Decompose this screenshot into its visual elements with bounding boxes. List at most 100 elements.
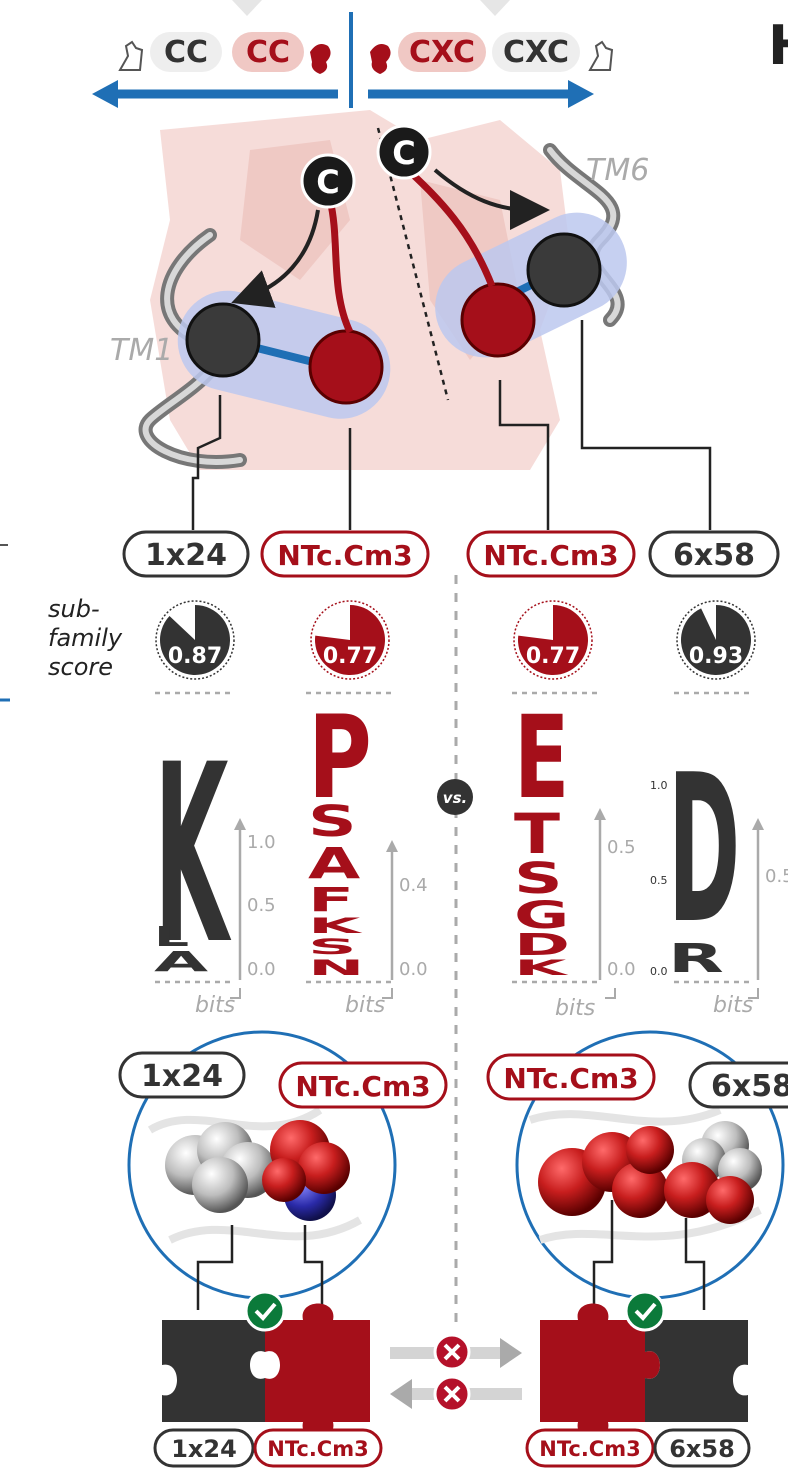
logo1-bits-label: bits — [195, 993, 235, 1018]
human-icon-right — [370, 44, 391, 74]
cc-label-left: CC — [164, 35, 208, 70]
atom-red — [298, 1142, 350, 1194]
closeup-right-label-1-frame — [486, 1053, 656, 1101]
logo2-axis-head — [386, 840, 398, 852]
bottom-label-1-frame — [153, 1428, 255, 1468]
logo2-letter-F: F — [308, 882, 354, 919]
pos-label-1: 1x24 — [145, 538, 227, 573]
header-tab-left — [232, 0, 262, 16]
position-labels: 1x24 NTc.Cm3 NTc.Cm3 6x58 — [122, 530, 780, 578]
pos-label-4-frame — [648, 530, 780, 578]
connector-1x24 — [191, 395, 222, 530]
puzzle-piece-dark-right — [645, 1320, 748, 1422]
cxc-label-right: CXC — [503, 35, 569, 70]
cys-badge-right — [376, 124, 432, 180]
closeup-right-label-1: NTc.Cm3 — [503, 1062, 638, 1095]
cc-label-right: CC — [246, 35, 290, 70]
score-pies — [155, 600, 756, 680]
pos-label-3-frame — [466, 530, 636, 578]
sequence-logo-1x24: K L A 1.0 0.5 0.0 bits — [154, 713, 276, 1018]
logo1-axis-head — [234, 818, 246, 830]
closeup-right: NTc.Cm3 6x58 — [486, 1030, 788, 1300]
logo4-letter-R: R — [668, 935, 724, 981]
arrow-left-head — [92, 80, 118, 108]
closeup-left-label-1: 1x24 — [141, 1059, 223, 1094]
bottom-label-1: 1x24 — [171, 1435, 237, 1463]
logo1-tick-3: 0.0 — [247, 959, 276, 980]
logo3-bits-label: bits — [555, 996, 595, 1021]
score-pie-slice-1 — [159, 605, 230, 675]
logo4-bits-hook — [748, 988, 759, 999]
closeup-right-label-2: 6x58 — [711, 1069, 788, 1104]
pos-label-2: NTc.Cm3 — [277, 539, 412, 572]
left-move-arrow — [231, 209, 320, 308]
logo3-letter-T: T — [514, 802, 560, 866]
puzzle-piece-red-left — [265, 1303, 370, 1439]
logo2-letter-S: S — [308, 798, 357, 847]
logo2-letter-K: K — [308, 914, 363, 938]
logo-frames — [155, 691, 752, 984]
closeup-right-backbone — [528, 1106, 762, 1244]
puzzle-piece-red-right — [540, 1303, 660, 1439]
incompatibility-arrows — [390, 1333, 522, 1413]
logo2-letter-P: P — [308, 691, 372, 824]
logo4-tick-left-2: 0.5 — [650, 874, 668, 887]
atom-red — [664, 1162, 720, 1218]
logo1-tick-2: 0.5 — [247, 895, 276, 916]
score-pie-slice-4 — [681, 605, 751, 675]
logo1-letter-K: K — [154, 713, 232, 999]
logo3-bits-hook — [605, 988, 616, 999]
closeup-left-label-2: NTc.Cm3 — [295, 1070, 430, 1103]
connector-puzzle-3 — [592, 1200, 614, 1310]
logo2-tick-2: 0.0 — [399, 959, 428, 980]
logo4-tick-left-1: 1.0 — [650, 779, 668, 792]
logo2-tick-1: 0.4 — [399, 875, 428, 896]
top-connectors — [191, 320, 712, 530]
subfamily-label-line3: score — [48, 653, 113, 681]
puzzle-left — [162, 1290, 370, 1439]
vs-label: vs. — [443, 789, 467, 807]
logo4-tick-right: 0.5 — [765, 866, 788, 887]
connector-6x58 — [580, 320, 712, 530]
score-1: 0.87 — [168, 644, 222, 669]
left-nterm-tail — [326, 199, 354, 334]
atom-red — [612, 1162, 668, 1218]
logo3-axis-head — [594, 808, 606, 820]
score-values: 0.87 0.77 0.77 0.93 — [168, 644, 743, 669]
check-icon-right — [624, 1290, 666, 1332]
logo4-letter-D: D — [668, 730, 740, 968]
check-mark-right — [634, 1302, 657, 1321]
connector-puzzle-4 — [684, 1218, 706, 1310]
logo3-tick-2: 0.0 — [607, 959, 636, 980]
arrow-right-head-grey — [500, 1338, 522, 1368]
score-3: 0.77 — [526, 644, 580, 669]
cxc-label-bg-right — [492, 32, 580, 72]
cys-badge-right-label: C — [392, 134, 415, 172]
vs-badge — [437, 779, 473, 815]
score-2: 0.77 — [323, 644, 377, 669]
cxc-label-left: CXC — [409, 35, 475, 70]
left-contact-red-circle — [308, 329, 384, 405]
arrow-left-head-grey — [390, 1379, 412, 1409]
closeup-right-label-2-frame — [688, 1061, 788, 1109]
puzzle-piece-dark-left — [162, 1320, 265, 1422]
logo2-letter-N: N — [308, 956, 364, 980]
logo2-letter-S2: S — [308, 935, 357, 959]
subfamily-label-line1: sub- — [48, 595, 100, 623]
pos-label-1-frame — [122, 530, 250, 578]
right-nterm-tail — [405, 167, 496, 288]
logo3-letter-E: E — [514, 692, 569, 825]
connector-puzzle-2 — [303, 1225, 324, 1310]
logo4-axis-head — [752, 818, 764, 830]
right-contact-red-circle — [460, 282, 536, 358]
subfamily-score-label: sub- family score — [48, 595, 123, 681]
atom-red — [262, 1158, 306, 1202]
logo3-letter-S: S — [514, 855, 563, 904]
bottom-label-4: 6x58 — [669, 1435, 735, 1463]
cross-mark-top — [443, 1343, 461, 1361]
logo1-bits-hook — [230, 988, 241, 999]
sequence-logo-ntc-left: P S A F K S N 0.4 0.0 bits — [308, 691, 428, 1018]
header: CC CC CXC CXC H — [92, 0, 788, 108]
connector-ntc-right — [498, 380, 550, 530]
